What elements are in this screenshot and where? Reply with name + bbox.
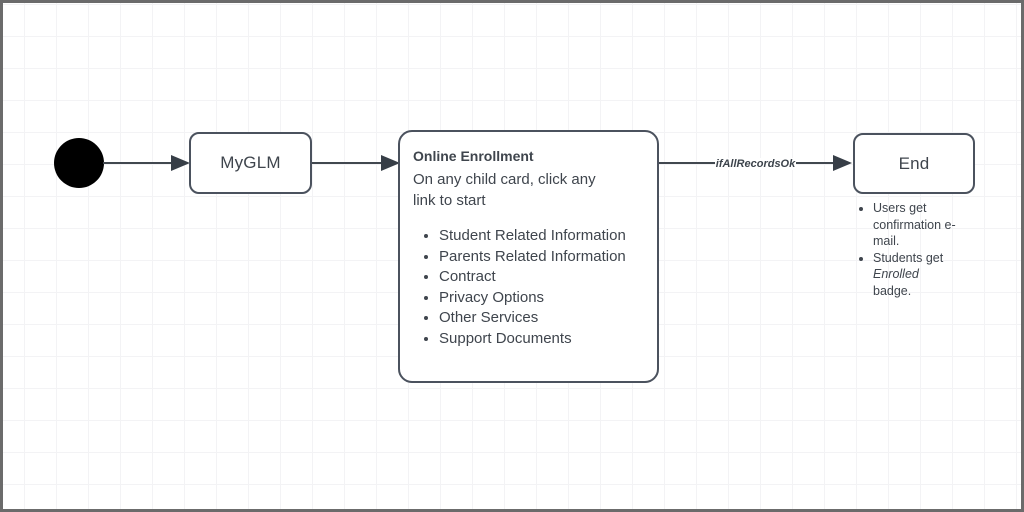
node-end: End	[853, 133, 975, 194]
enrollment-options-list: Student Related Information Parents Rela…	[413, 226, 647, 349]
start-node	[54, 138, 104, 188]
list-item: Users get confirmation e-mail.	[873, 200, 959, 250]
node-myglm: MyGLM	[189, 132, 312, 194]
list-item: Student Related Information	[439, 226, 647, 247]
node-title: Online Enrollment	[413, 148, 534, 164]
list-item: Privacy Options	[439, 288, 647, 309]
note-text: badge.	[873, 283, 912, 298]
edge-label-text: ifAllRecordsOk	[714, 158, 797, 170]
note-text-italic: Enrolled	[873, 267, 919, 281]
arrowhead-icon	[833, 155, 852, 171]
arrowhead-icon	[171, 155, 190, 171]
end-notes-list: Users get confirmation e-mail. Students …	[859, 200, 959, 299]
edge-line-start-to-myglm	[103, 162, 173, 164]
list-item: Parents Related Information	[439, 247, 647, 268]
edge-label-ifallrecordsok: ifAllRecordsOk	[658, 154, 853, 172]
node-online-enrollment: Online Enrollment On any child card, cli…	[398, 130, 659, 383]
list-item: Support Documents	[439, 329, 647, 350]
node-description: On any child card, click any link to sta…	[413, 171, 596, 209]
end-notes: Users get confirmation e-mail. Students …	[859, 200, 959, 299]
arrowhead-icon	[381, 155, 400, 171]
node-end-label: End	[898, 153, 930, 173]
node-myglm-label: MyGLM	[220, 153, 281, 172]
list-item: Contract	[439, 267, 647, 288]
list-item: Other Services	[439, 308, 647, 329]
list-item: Students get Enrolled badge.	[873, 250, 959, 300]
edge-line-myglm-to-enrollment	[312, 162, 383, 164]
note-text: Students get	[873, 250, 944, 265]
